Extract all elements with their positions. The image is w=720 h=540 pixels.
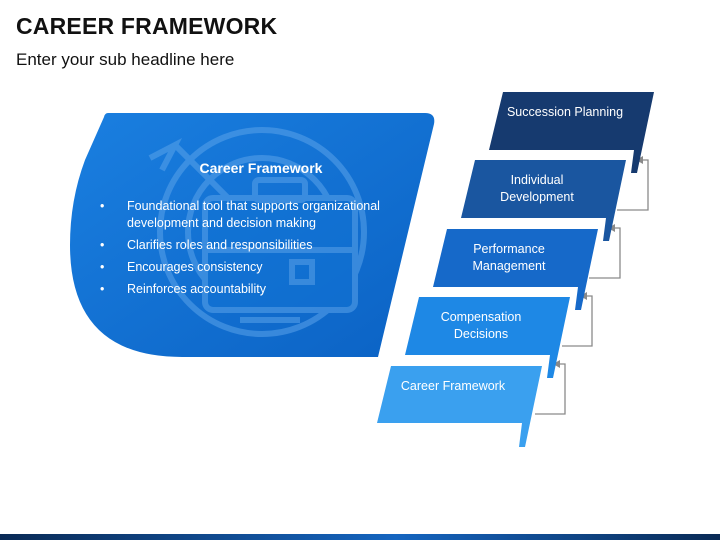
connector-line: [617, 159, 649, 211]
connector-line: [589, 227, 621, 279]
card-bullet-item: Clarifies roles and responsibilities: [100, 237, 410, 254]
connector-line: [562, 295, 593, 347]
step-label-individual-development: Individual Development: [500, 173, 574, 204]
step-label-performance-management: Performance Management: [472, 242, 546, 273]
step-label-compensation-decisions: Compensation Decisions: [440, 310, 522, 341]
card-content: Career Framework Foundational tool that …: [100, 160, 410, 303]
connector-line: [535, 363, 566, 415]
arrowhead-icon: [553, 360, 560, 368]
bottom-accent-bar: [0, 534, 720, 540]
page-subtitle: Enter your sub headline here: [16, 50, 235, 69]
step-career-framework: [377, 366, 542, 447]
page-title: CAREER FRAMEWORK: [16, 13, 278, 39]
card-bullet-item: Foundational tool that supports organiza…: [100, 198, 410, 232]
card-bullet-item: Reinforces accountability: [100, 281, 410, 298]
step-connectors: [535, 159, 649, 415]
step-succession-planning: [489, 92, 654, 173]
step-label-career-framework: Career Framework: [400, 379, 506, 393]
card-bullet-list: Foundational tool that supports organiza…: [100, 198, 410, 298]
step-performance-management: [433, 229, 598, 310]
card-bullet-item: Encourages consistency: [100, 259, 410, 276]
card-heading: Career Framework: [199, 160, 323, 176]
step-individual-development: [461, 160, 626, 241]
step-label-succession-planning: Succession Planning: [506, 105, 624, 119]
step-compensation-decisions: [405, 297, 570, 378]
